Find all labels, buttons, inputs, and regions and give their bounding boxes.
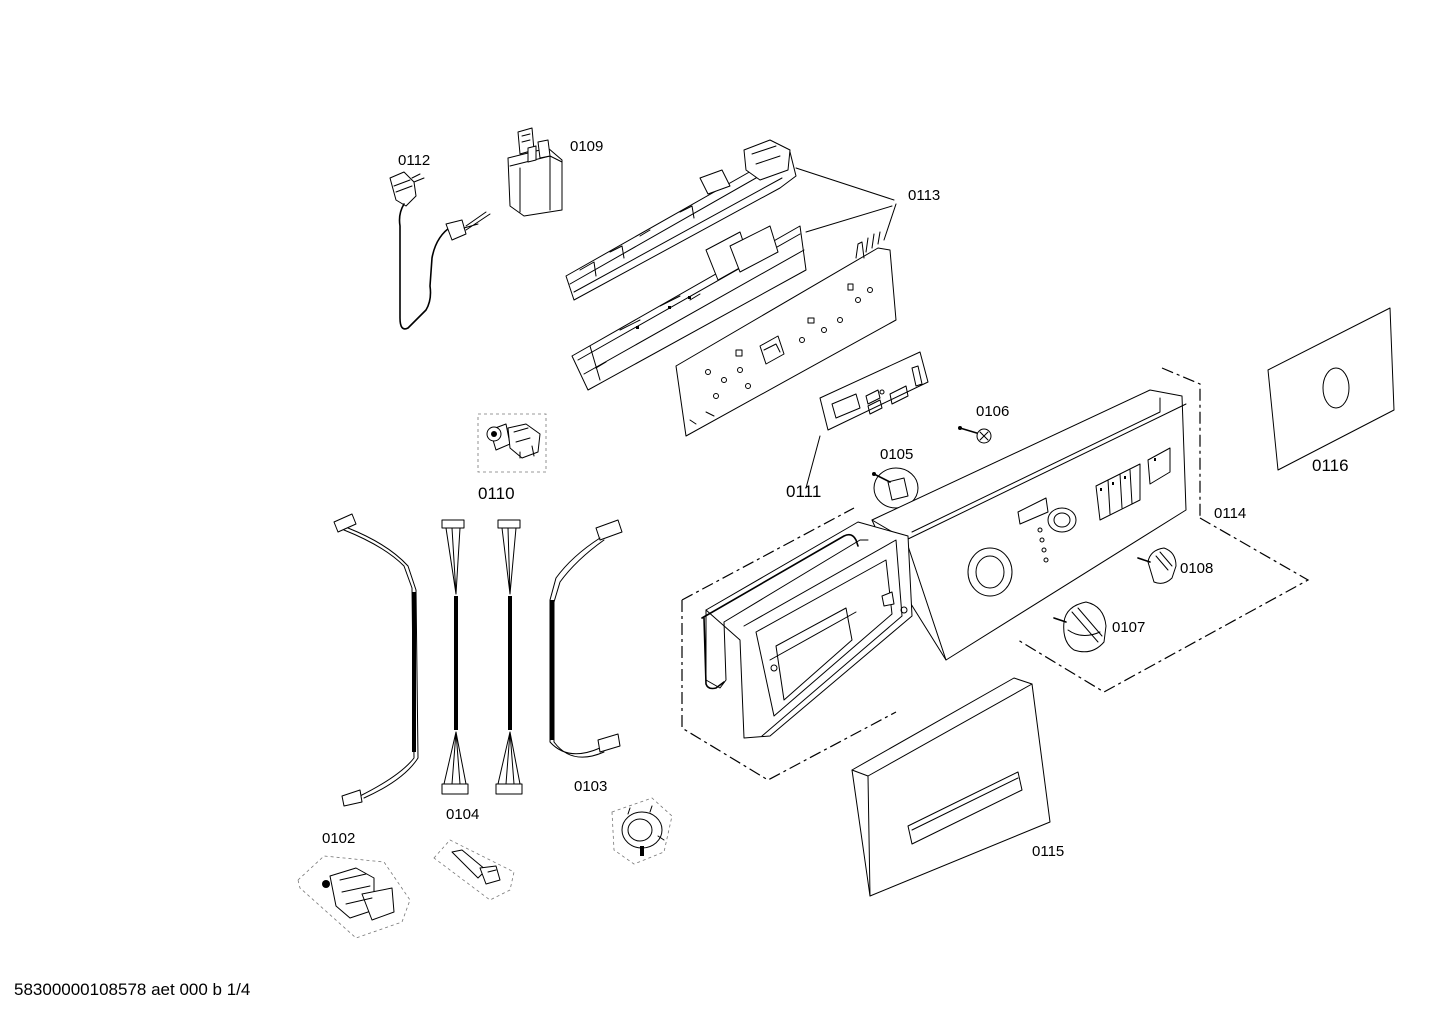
part-0114-control-panel[interactable] bbox=[681, 367, 1310, 781]
label-0112: 0112 bbox=[398, 152, 430, 169]
part-0104-sensor[interactable] bbox=[433, 839, 515, 901]
label-0102: 0102 bbox=[322, 830, 355, 847]
part-0103-harness[interactable] bbox=[549, 519, 623, 758]
part-0112-power-cord[interactable] bbox=[389, 171, 491, 330]
part-0108-knob[interactable] bbox=[1137, 547, 1177, 584]
label-0108: 0108 bbox=[1180, 560, 1213, 577]
part-0110-sensor[interactable] bbox=[477, 413, 547, 473]
part-0111-display-board[interactable] bbox=[805, 351, 929, 489]
part-0105-knob-spindle[interactable] bbox=[872, 467, 919, 509]
part-0103-pressure-switch[interactable] bbox=[611, 797, 673, 865]
label-0114: 0114 bbox=[1214, 505, 1246, 522]
label-0110: 0110 bbox=[478, 484, 515, 503]
label-0106: 0106 bbox=[976, 403, 1009, 420]
label-0111: 0111 bbox=[786, 482, 821, 501]
label-0116: 0116 bbox=[1312, 456, 1349, 475]
label-0105: 0105 bbox=[880, 446, 913, 463]
label-0104: 0104 bbox=[446, 806, 479, 823]
part-0115-drawer-handle[interactable] bbox=[851, 677, 1051, 897]
part-0102-pump[interactable] bbox=[297, 855, 411, 939]
part-0109-interference-filter[interactable] bbox=[507, 127, 563, 217]
part-0102-harness[interactable] bbox=[333, 513, 419, 807]
document-reference-footer: 58300000108578 aet 000 b 1/4 bbox=[14, 980, 251, 999]
label-0107: 0107 bbox=[1112, 619, 1145, 636]
part-0116-label[interactable] bbox=[1267, 307, 1395, 471]
label-0115: 0115 bbox=[1032, 843, 1064, 860]
part-0113-electronic-module[interactable] bbox=[565, 139, 897, 437]
label-0103: 0103 bbox=[574, 778, 607, 795]
label-0109: 0109 bbox=[570, 138, 603, 155]
part-0106-screw[interactable] bbox=[958, 426, 992, 444]
part-0107-program-knob[interactable] bbox=[1053, 601, 1107, 653]
label-0113: 0113 bbox=[908, 187, 940, 204]
part-0104-harness[interactable] bbox=[441, 519, 523, 795]
